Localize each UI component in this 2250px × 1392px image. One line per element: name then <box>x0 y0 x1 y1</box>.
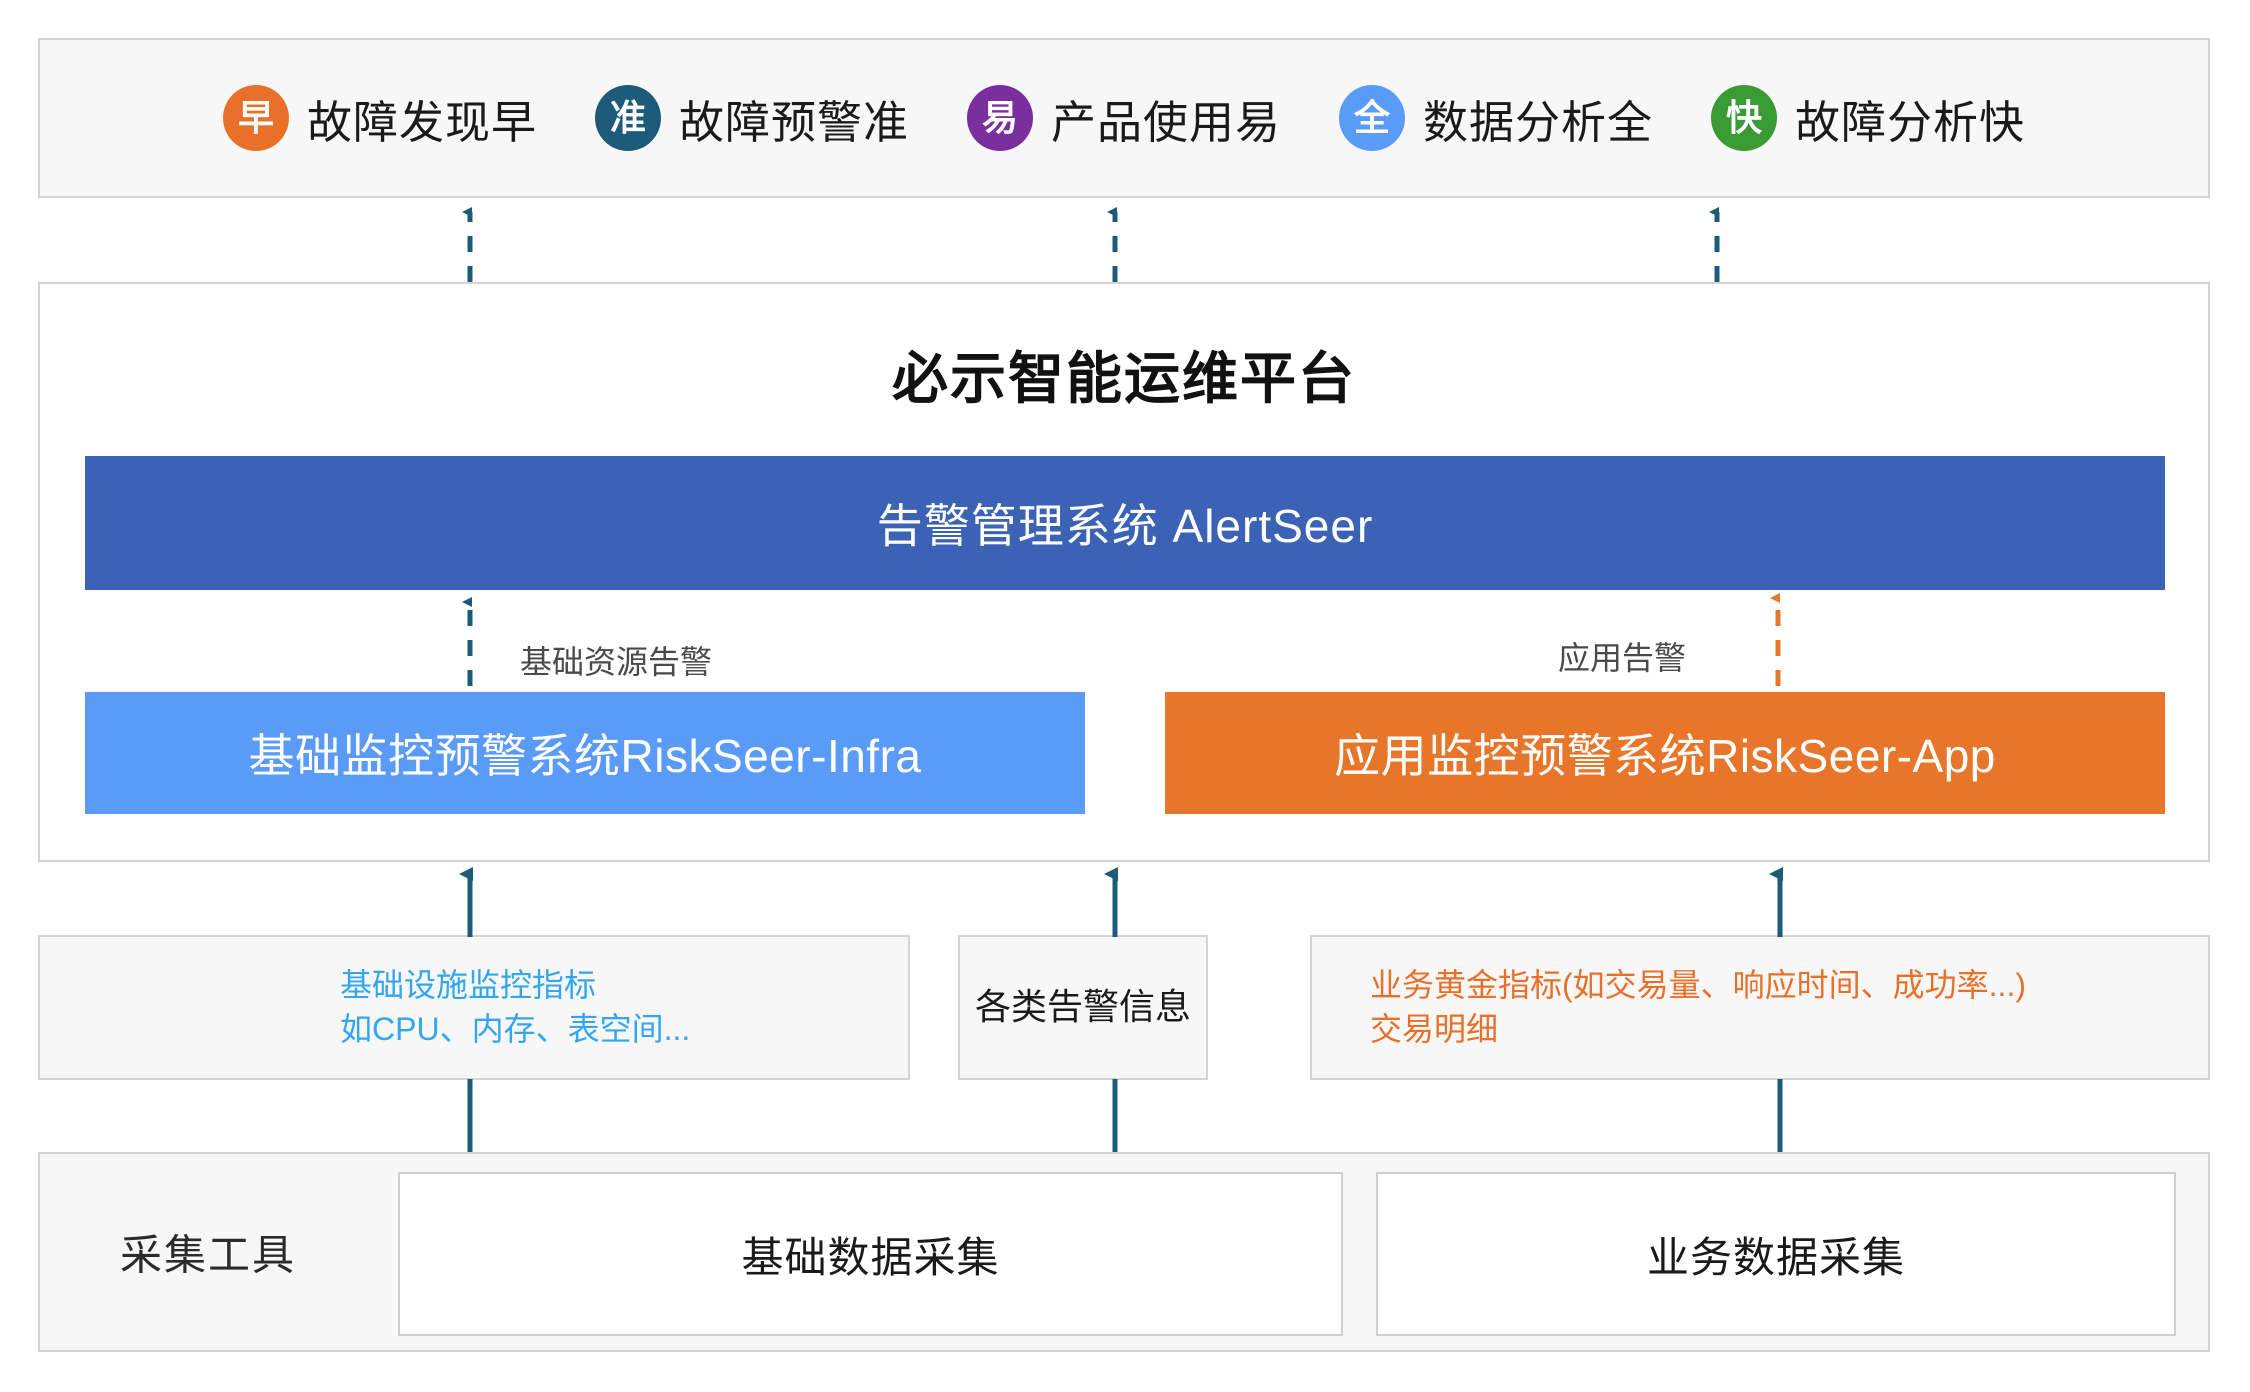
benefit-label-early: 故障发现早 <box>306 96 537 148</box>
metric-text-alerts: 各类告警信息 <box>974 986 1191 1028</box>
platform-container: 必示智能运维平台 告警管理系统 AlertSeer 基础监控预警系统RiskSe… <box>38 282 2210 862</box>
flow-label-infra-alert: 基础资源告警 <box>520 644 713 680</box>
metric-box-alerts: 各类告警信息 <box>958 935 1208 1080</box>
infra-monitoring-system-label: 基础监控预警系统RiskSeer-Infra <box>248 730 922 782</box>
tool-card-basic-data-collection[interactable]: 基础数据采集 <box>398 1172 1343 1336</box>
benefit-label-accurate: 故障预警准 <box>678 96 909 148</box>
benefit-item-fast: 快 故障分析快 <box>1711 85 2025 151</box>
benefits-banner: 早 故障发现早 准 故障预警准 易 产品使用易 全 数据分析全 快 故障分析快 <box>38 38 2210 198</box>
metric-box-infra: 基础设施监控指标 如CPU、内存、表空间... <box>38 935 910 1080</box>
tool-label-business-data-collection: 业务数据采集 <box>1646 1233 1905 1281</box>
benefit-item-easy: 易 产品使用易 <box>966 85 1281 151</box>
page-title: 必示智能运维平台 <box>892 347 1356 410</box>
benefit-label-fast: 故障分析快 <box>1795 96 2026 148</box>
badge-circle-complete-icon: 全 <box>1339 85 1405 151</box>
app-monitoring-system-label: 应用监控预警系统RiskSeer-App <box>1334 730 1996 782</box>
infra-monitoring-system-bar[interactable]: 基础监控预警系统RiskSeer-Infra <box>85 692 1085 814</box>
alert-management-system-label: 告警管理系统 AlertSeer <box>876 500 1374 552</box>
badge-circle-easy-icon: 易 <box>966 85 1033 151</box>
badge-circle-accurate-icon: 准 <box>594 85 661 151</box>
tool-label-basic-data-collection: 基础数据采集 <box>741 1233 1000 1281</box>
badge-circle-fast-icon: 快 <box>1711 85 1778 151</box>
benefit-label-complete: 数据分析全 <box>1423 96 1654 148</box>
collection-tools-title: 采集工具 <box>120 1231 297 1279</box>
benefit-item-accurate: 准 故障预警准 <box>594 85 909 151</box>
badge-circle-early-icon: 早 <box>222 85 289 151</box>
benefit-item-complete: 全 数据分析全 <box>1339 85 1653 151</box>
metric-text-app: 业务黄金指标(如交易量、响应时间、成功率...) 交易明细 <box>1370 967 2026 1047</box>
collection-tools-row: 采集工具 基础数据采集 业务数据采集 <box>38 1152 2210 1352</box>
alert-management-system-bar[interactable]: 告警管理系统 AlertSeer <box>85 456 2165 590</box>
benefit-label-easy: 产品使用易 <box>1050 96 1281 148</box>
flow-label-app-alert: 应用告警 <box>1558 640 1687 676</box>
app-monitoring-system-bar[interactable]: 应用监控预警系统RiskSeer-App <box>1165 692 2165 814</box>
metric-text-infra: 基础设施监控指标 如CPU、内存、表空间... <box>340 967 691 1047</box>
tool-card-business-data-collection[interactable]: 业务数据采集 <box>1376 1172 2176 1336</box>
benefit-item-early: 早 故障发现早 <box>222 85 537 151</box>
metric-box-app: 业务黄金指标(如交易量、响应时间、成功率...) 交易明细 <box>1310 935 2210 1080</box>
